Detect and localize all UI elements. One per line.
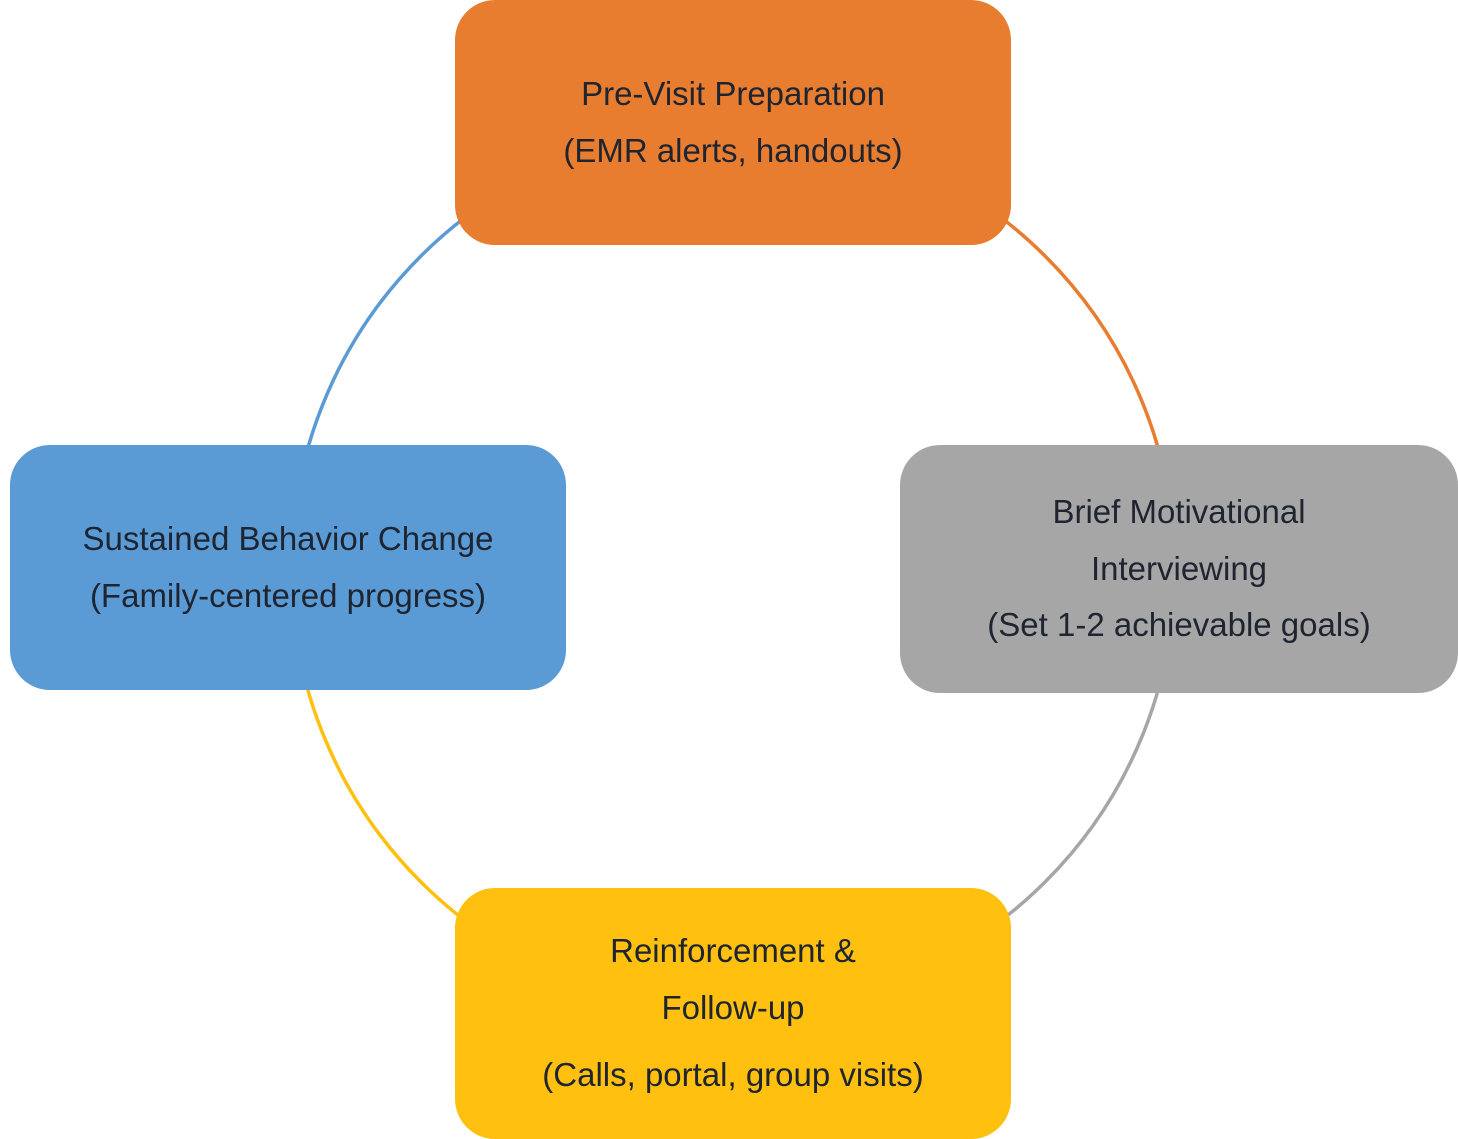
node-title-line-1: Reinforcement & [610, 932, 856, 970]
node-title: Sustained Behavior Change [82, 519, 494, 557]
node-title-line-2: Interviewing [1090, 549, 1268, 587]
node-pre-visit-preparation: Pre-Visit Preparation (EMR alerts, hando… [455, 0, 1011, 245]
node-detail: (Family-centered progress) [89, 576, 487, 614]
node-detail: (Calls, portal, group visits) [542, 1055, 924, 1093]
node-detail: (Set 1-2 achievable goals) [987, 606, 1371, 644]
node-detail: (EMR alerts, handouts) [563, 131, 903, 169]
node-title: Pre-Visit Preparation [581, 74, 885, 112]
node-reinforcement-follow-up: Reinforcement & Follow-up (Calls, portal… [455, 888, 1011, 1139]
node-title-line-1: Brief Motivational [1052, 492, 1306, 530]
node-sustained-behavior-change: Sustained Behavior Change (Family-center… [10, 445, 566, 690]
node-title-line-2: Follow-up [661, 989, 805, 1027]
node-brief-motivational-interviewing: Brief Motivational Interviewing (Set 1-2… [900, 445, 1458, 693]
